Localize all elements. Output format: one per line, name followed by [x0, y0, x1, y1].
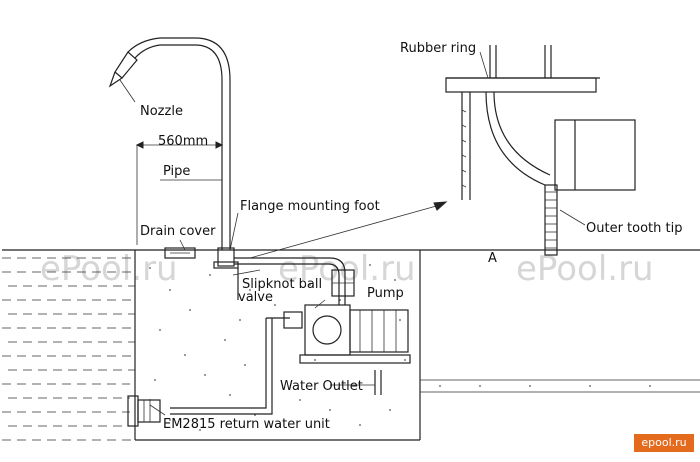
label-slipknot-2: valve: [238, 290, 273, 305]
watermark-2: ePool.ru: [278, 249, 416, 289]
brand-logo: epool.ru: [634, 434, 694, 452]
pump: [299, 304, 411, 364]
ball-valve: [283, 269, 355, 329]
label-slipknot-1: Slipknot ball: [242, 277, 322, 292]
label-return-unit: EM2815 return water unit: [163, 417, 330, 432]
piping: [170, 257, 382, 415]
flange-foot: [213, 247, 239, 269]
drain-cover: [164, 247, 196, 259]
pool-wall: [2, 249, 700, 441]
label-flange: Flange mounting foot: [240, 199, 380, 214]
label-detail-a: A: [488, 251, 497, 266]
label-drain-cover: Drain cover: [140, 224, 216, 239]
label-water-outlet: Water Outlet: [280, 379, 363, 394]
concrete-fill: [149, 264, 651, 431]
watermark-1: ePool.ru: [40, 249, 178, 289]
detail-a: [445, 45, 636, 256]
label-outer-tooth: Outer tooth tip: [586, 221, 682, 236]
dimension-line: [135, 141, 224, 245]
label-dimension: 560mm: [158, 134, 208, 149]
label-nozzle: Nozzle: [140, 104, 183, 119]
watermark-group: ePool.ru ePool.ru ePool.ru: [40, 249, 654, 289]
nozzle-pipe: [108, 37, 231, 250]
label-rubber-ring: Rubber ring: [400, 41, 476, 56]
labels: Rubber ring Nozzle 560mm Pipe Flange mou…: [140, 41, 682, 432]
leader-lines: [119, 51, 586, 416]
label-pump: Pump: [367, 286, 404, 301]
pool-water: [2, 257, 135, 441]
return-water-unit: [127, 395, 161, 427]
watermark-3: ePool.ru: [516, 249, 654, 289]
label-pipe: Pipe: [163, 164, 190, 179]
